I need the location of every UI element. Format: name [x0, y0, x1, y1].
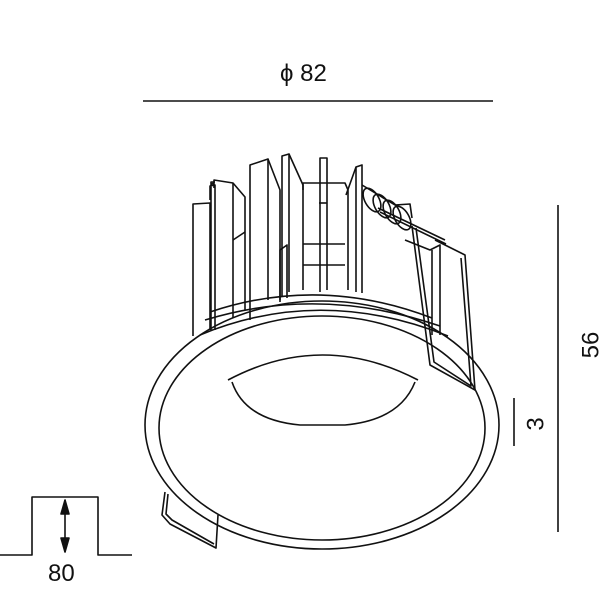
cutout-depth-label: 80 [48, 560, 75, 587]
trim-ring [144, 300, 500, 550]
heat-sink [192, 153, 441, 336]
height-label: 56 [577, 331, 600, 359]
cutout-profile [0, 496, 132, 556]
trim-thickness-label: 3 [522, 417, 550, 431]
spring-clip [161, 187, 476, 549]
diameter-label: ϕ 82 [280, 60, 327, 87]
